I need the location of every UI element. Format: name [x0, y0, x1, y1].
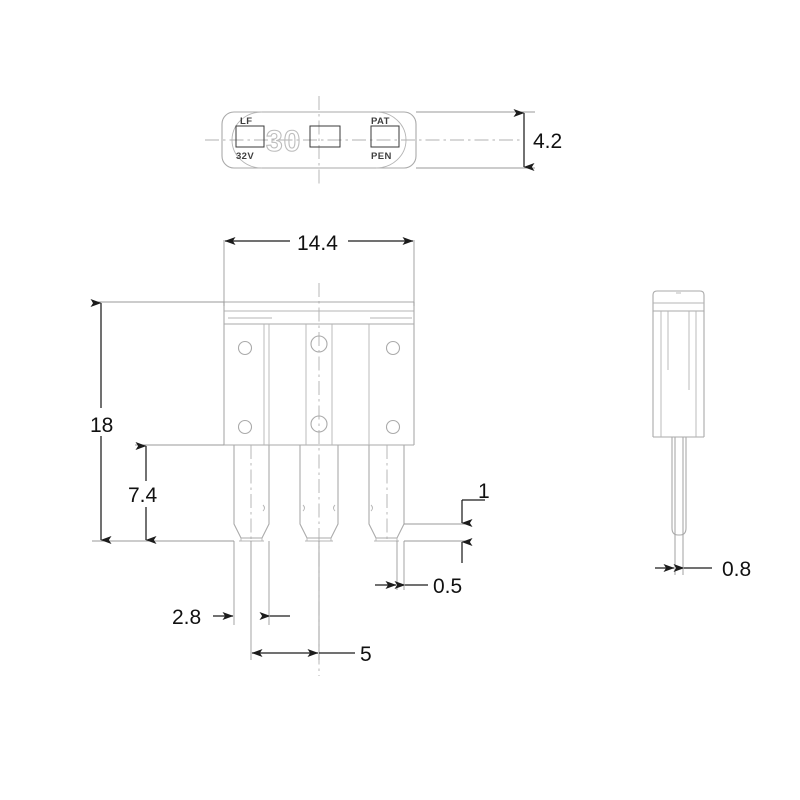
patent-lower-label: PEN	[371, 151, 392, 162]
front-view	[223, 283, 415, 676]
blade-right-tip-sides	[375, 538, 398, 541]
dimension-height-18: 18	[88, 299, 234, 544]
dimension-gap-0-5: 0.5	[375, 541, 462, 598]
dimension-thickness-4-2: 4.2	[416, 109, 562, 171]
top-view-outline	[221, 111, 417, 169]
brand-label: LF	[240, 116, 252, 127]
body-side-edges	[223, 302, 415, 445]
dim-value-7-4: 7.4	[128, 484, 158, 507]
voltage-label: 32V	[236, 151, 254, 162]
dim-text-mask	[88, 408, 114, 436]
hole-bottom-right	[385, 419, 401, 435]
side-view-cap	[652, 290, 705, 312]
blade-right-outline	[368, 445, 405, 539]
blade-left-outline	[233, 445, 270, 539]
dim-value-4-2: 4.2	[533, 130, 562, 153]
blade-left-notch	[262, 504, 265, 512]
dim-value-5: 5	[360, 643, 372, 666]
dim-value-14-4: 14.4	[297, 232, 338, 255]
top-view-right-terminal-window	[370, 125, 400, 148]
blade-center-tip-sides	[306, 538, 332, 541]
dimension-width-14-4: 14.4	[223, 228, 415, 306]
dim-value-18: 18	[90, 414, 113, 437]
dimension-offset-2-8: 2.8	[172, 541, 290, 629]
blade-right-notch	[370, 504, 373, 512]
dim-value-1: 1	[478, 480, 490, 503]
hole-top-center	[310, 335, 328, 353]
dim-text-mask	[126, 481, 172, 507]
dimension-blade-thickness-0-8: 0.8	[655, 558, 751, 581]
blade-center-outline	[299, 445, 339, 539]
dimension-blade-length-7-4: 7.4	[126, 442, 234, 544]
top-view-center-terminal-window	[309, 125, 341, 148]
dimension-chamfer-1: 1	[404, 480, 490, 563]
blade-left-tip-sides	[240, 538, 263, 541]
dim-value-0-5: 0.5	[433, 575, 462, 598]
blade-center-notches	[302, 504, 336, 512]
hole-bottom-center	[310, 415, 328, 433]
top-view-left-terminal-window	[235, 125, 265, 148]
patent-upper-label: PAT	[371, 116, 390, 127]
side-view	[652, 290, 705, 575]
hole-top-right	[385, 340, 401, 356]
hole-bottom-left	[237, 419, 253, 435]
top-view: LF 32V 30 PAT PEN	[205, 96, 520, 184]
hole-top-left	[237, 340, 253, 356]
dim-value-0-8: 0.8	[722, 558, 751, 581]
dimension-pitch-5: 5	[250, 541, 372, 666]
dim-text-mask	[290, 228, 348, 254]
rating-label: 30	[266, 125, 301, 158]
side-view-blade	[671, 437, 687, 536]
dim-value-2-8: 2.8	[172, 606, 201, 629]
blade-right	[368, 445, 405, 542]
blade-left	[233, 445, 270, 542]
